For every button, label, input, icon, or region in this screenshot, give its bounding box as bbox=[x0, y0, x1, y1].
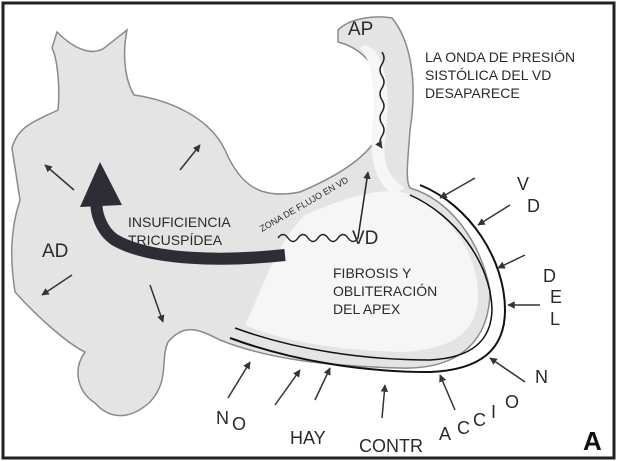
tricuspid-regurgitation-arrow bbox=[90, 198, 286, 265]
wall-arrows bbox=[227, 177, 540, 419]
label-ad: AD bbox=[42, 241, 68, 262]
letter-o: O bbox=[505, 392, 519, 412]
letter-de-e: E bbox=[550, 287, 562, 307]
label-ap: AP bbox=[348, 19, 373, 40]
word-hay: HAY bbox=[290, 428, 326, 448]
label-vd: VD bbox=[352, 228, 378, 249]
letter-de-d: D bbox=[543, 266, 556, 286]
letter-de-l: L bbox=[550, 309, 560, 329]
word-contr: CONTR bbox=[359, 436, 423, 456]
insuf-text-2: TRICUSPÍDEA bbox=[128, 232, 223, 248]
letter-i: I bbox=[491, 402, 496, 422]
pressure-text-3: DESAPARECE bbox=[425, 85, 520, 101]
letter-n: N bbox=[535, 367, 548, 387]
pa-pressure-wave bbox=[375, 51, 385, 149]
letter-v: V bbox=[517, 174, 529, 194]
letter-no-o: O bbox=[232, 414, 246, 434]
letter-no-n: N bbox=[216, 408, 229, 428]
rv-outer-wall-line bbox=[229, 184, 507, 374]
pa-channel bbox=[360, 45, 405, 195]
letter-c2: C bbox=[473, 410, 486, 430]
insuf-text-1: INSUFICIENCIA bbox=[128, 214, 231, 230]
fibrosis-text-1: FIBROSIS Y bbox=[333, 265, 412, 281]
rv-inner-wall-line bbox=[234, 194, 493, 361]
letter-c1: C bbox=[457, 418, 470, 438]
pressure-text-2: SISTÓLICA DEL VD bbox=[425, 67, 551, 83]
fibrosis-text-3: DEL APEX bbox=[333, 301, 401, 317]
letter-d: D bbox=[527, 196, 540, 216]
pressure-text-1: LA ONDA DE PRESIÓN bbox=[425, 49, 575, 65]
flow-wave bbox=[277, 171, 371, 243]
ad-dilation-arrows bbox=[41, 144, 201, 323]
letter-a: A bbox=[439, 424, 451, 444]
rv-cavity bbox=[245, 191, 479, 352]
panel-letter: A bbox=[583, 426, 602, 456]
fibrosis-text-2: OBLITERACIÓN bbox=[333, 283, 437, 299]
tricuspid-arrow-head bbox=[80, 162, 122, 207]
